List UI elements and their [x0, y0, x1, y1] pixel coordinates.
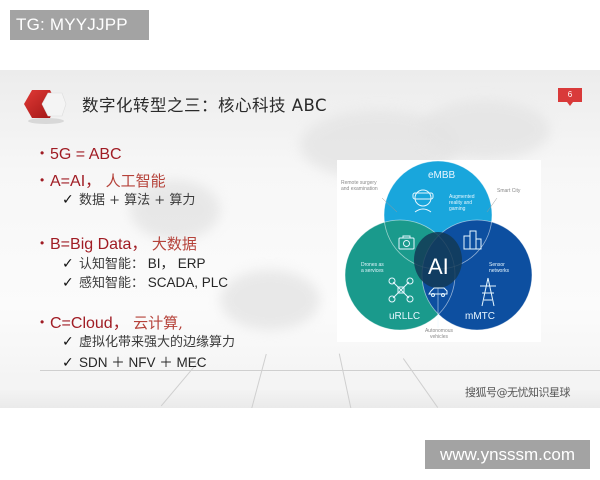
sub-item-perceptive: ✓感知智能： SCADA, PLC [62, 274, 229, 291]
logo-hexagon-icon [20, 84, 68, 124]
bullet-5g: •5G = ABC [40, 146, 122, 163]
sub-item-sdn-nfv-mec: ✓SDN ＋ NFV ＋ MEC [62, 354, 207, 370]
ai-center-label: AI [428, 254, 449, 279]
embb-label: eMBB [428, 170, 456, 181]
world-map-shape [220, 270, 320, 330]
callout-remote-surgery: Remote surgery and examination [341, 180, 378, 192]
venn-diagram-5g-ai: eMBB Augmented reality and gaming uRLLC … [337, 160, 541, 342]
sub-item-cognitive: ✓认知智能： BI， ERP [62, 255, 206, 272]
urllc-caption: Drones as a services [361, 262, 384, 274]
check-icon: ✓ [62, 255, 74, 271]
urllc-label: uRLLC [389, 311, 421, 322]
bullet-ai: •A=AI， 人工智能 [40, 172, 166, 190]
vr-headset-icon [412, 189, 434, 213]
callout-smart-city: Smart City [497, 188, 521, 194]
world-map-shape [420, 100, 550, 160]
bullet-big-data: •B=Big Data， 大数据 [40, 235, 197, 253]
car-icon [428, 287, 448, 297]
check-icon: ✓ [62, 354, 74, 370]
medical-kit-icon [398, 235, 415, 250]
mmtc-label: mMTC [465, 311, 495, 322]
power-pylon-icon [480, 277, 496, 307]
page-number-badge: 6 [558, 88, 582, 106]
smart-city-icon [463, 230, 482, 250]
check-icon: ✓ [62, 274, 74, 290]
bullet-cloud: •C=Cloud， 云计算, [40, 314, 183, 332]
watermark-top: TG: MYYJJPP [10, 10, 149, 40]
watermark-bottom: www.ynsssm.com [425, 440, 590, 469]
slide-title: 数字化转型之三：核心科技 ABC [82, 96, 328, 115]
floor-line [40, 370, 600, 371]
callout-autonomous-vehicles: Autonomous vehicles [424, 328, 454, 340]
drone-icon [388, 277, 414, 303]
slide: 数字化转型之三：核心科技 ABC 6 •5G = ABC •A=AI， 人工智能… [0, 70, 600, 408]
world-map-shape [130, 180, 220, 240]
check-icon: ✓ [62, 191, 74, 207]
source-credit: 搜狐号@无忧知识星球 [465, 386, 571, 399]
embb-caption: Augmented reality and gaming [449, 194, 475, 212]
mmtc-caption: Sensor networks [489, 262, 510, 274]
floor-gradient [0, 360, 600, 408]
check-icon: ✓ [62, 333, 74, 349]
sub-item-ai-components: ✓数据 + 算法 + 算力 [62, 191, 196, 208]
sub-item-edge-compute: ✓虚拟化带来强大的边缘算力 [62, 333, 236, 350]
